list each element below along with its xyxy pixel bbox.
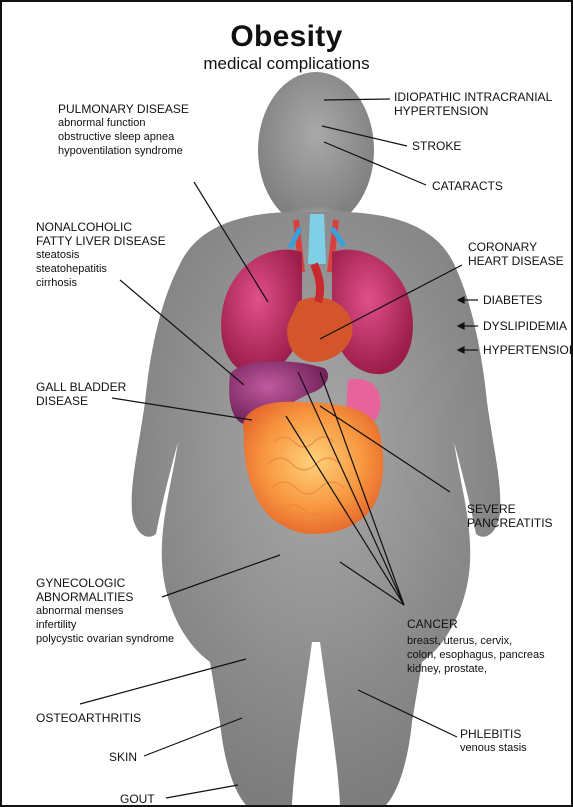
label-stroke: STROKE: [412, 139, 461, 153]
label-diabetes: DIABETES: [483, 293, 542, 307]
label-skin: SKIN: [109, 750, 137, 764]
label-cancer: CANCER breast, uterus, cervix, colon, es…: [407, 617, 545, 676]
label-osteoarthritis: OSTEOARTHRITIS: [36, 711, 141, 725]
label-gynecologic: GYNECOLOGIC ABNORMALITIES abnormal mense…: [36, 576, 174, 646]
label-hypertension: HYPERTENSIOI: [483, 343, 572, 357]
label-gallbladder: GALL BLADDER DISEASE: [36, 380, 126, 408]
label-cataracts: CATARACTS: [432, 179, 503, 193]
page-title: Obesity: [2, 20, 571, 54]
page-subtitle: medical complications: [2, 54, 571, 74]
label-pulmonary: PULMONARY DISEASE abnormal function obst…: [58, 102, 189, 158]
label-phlebitis: PHLEBITIS venous stasis: [460, 727, 527, 755]
label-gout: GOUT: [120, 792, 155, 806]
label-nafld: NONALCOHOLIC FATTY LIVER DISEASE steatos…: [36, 220, 166, 290]
trachea: [308, 214, 326, 264]
label-pancreatitis: SEVERE PANCREATITIS: [467, 502, 553, 530]
label-idiopathic: IDIOPATHIC INTRACRANIAL HYPERTENSION: [394, 90, 552, 118]
label-dyslipidemia: DYSLIPIDEMIA: [483, 319, 567, 333]
label-coronary: CORONARY HEART DISEASE: [468, 240, 564, 268]
